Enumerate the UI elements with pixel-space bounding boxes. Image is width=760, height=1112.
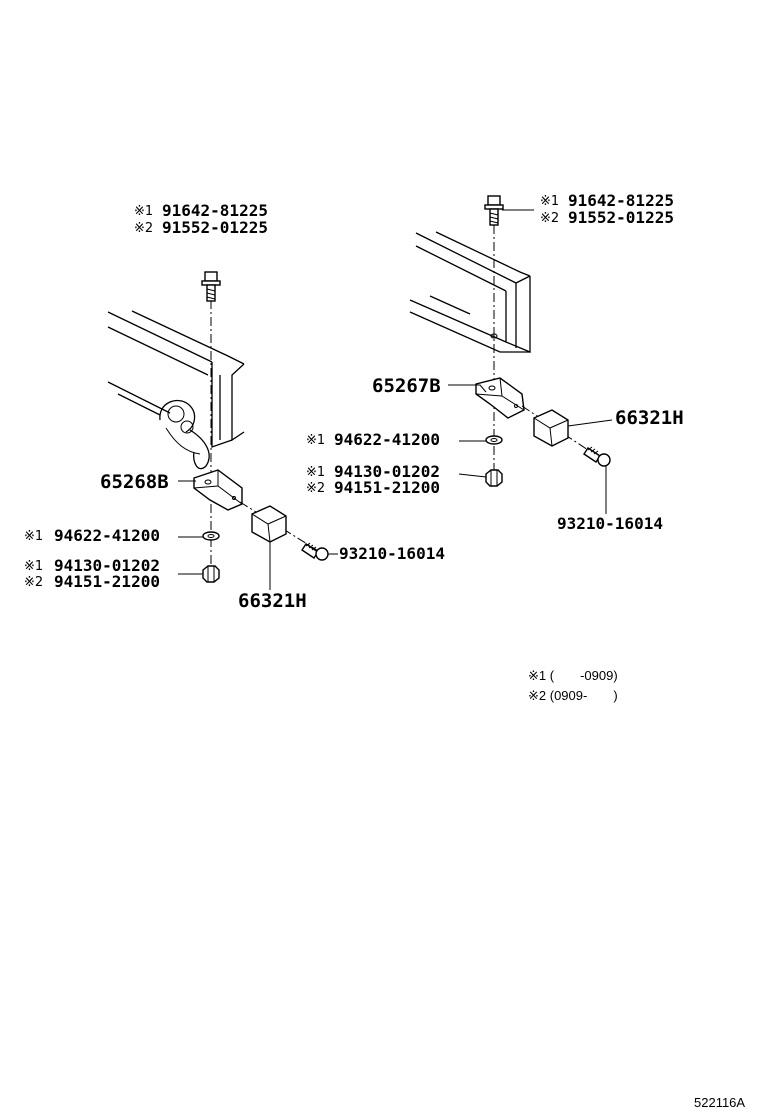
right-bolt-pn2: 91552-01225	[568, 208, 674, 227]
right-cushion-66321H	[533, 409, 569, 447]
right-bracket-label: 65267B	[372, 375, 441, 397]
right-frame-rail	[409, 231, 531, 353]
left-assembly	[107, 271, 338, 590]
right-nut-pn1: 94130-01202	[334, 462, 440, 481]
right-screw-pn: 93210-16014	[557, 514, 663, 533]
left-cushion-label: 66321H	[238, 590, 307, 612]
left-bolt-pn2: 91552-01225	[162, 218, 268, 237]
left-washer-pn: 94622-41200	[54, 526, 160, 545]
left-nut-icon	[202, 565, 220, 583]
left-bracket-label: 65268B	[100, 471, 169, 493]
right-cushion-label: 66321H	[615, 407, 684, 429]
left-cushion-66321H	[251, 505, 287, 543]
left-bolt-pn1: 91642-81225	[162, 201, 268, 220]
left-nut-pn2: 94151-21200	[54, 572, 160, 591]
right-screw-icon	[583, 446, 611, 467]
right-bolt-mark1: ※1	[540, 194, 559, 209]
left-nut-mark1: ※1	[24, 559, 43, 574]
right-nut-icon	[485, 469, 503, 487]
left-bracket-65268B	[193, 469, 243, 511]
right-bolt-pn1: 91642-81225	[568, 191, 674, 210]
right-bolt-icon	[484, 195, 504, 226]
left-frame-rail	[107, 310, 245, 448]
right-washer-pn: 94622-41200	[334, 430, 440, 449]
left-nut-pn1: 94130-01202	[54, 556, 160, 575]
legend-line2: ※2 (0909- )	[528, 688, 618, 703]
right-assembly	[409, 195, 613, 514]
left-bolt-mark1: ※1	[134, 204, 153, 219]
right-nut-mark2: ※2	[306, 481, 325, 496]
right-nut-mark1: ※1	[306, 465, 325, 480]
right-bolt-mark2: ※2	[540, 211, 559, 226]
left-bolt-mark2: ※2	[134, 221, 153, 236]
right-nut-pn2: 94151-21200	[334, 478, 440, 497]
right-washer-mark: ※1	[306, 433, 325, 448]
left-washer-icon	[202, 531, 220, 541]
left-washer-mark: ※1	[24, 529, 43, 544]
left-screw-icon	[301, 542, 329, 561]
right-washer-icon	[485, 435, 503, 445]
right-bracket-65267B	[475, 377, 525, 419]
legend-line1: ※1 ( -0909)	[528, 668, 618, 683]
left-nut-mark2: ※2	[24, 575, 43, 590]
left-bolt-icon	[201, 271, 221, 302]
left-tow-hook	[159, 399, 210, 470]
left-screw-pn: 93210-16014	[339, 544, 445, 563]
diagram-code: 522116A	[694, 1095, 745, 1110]
